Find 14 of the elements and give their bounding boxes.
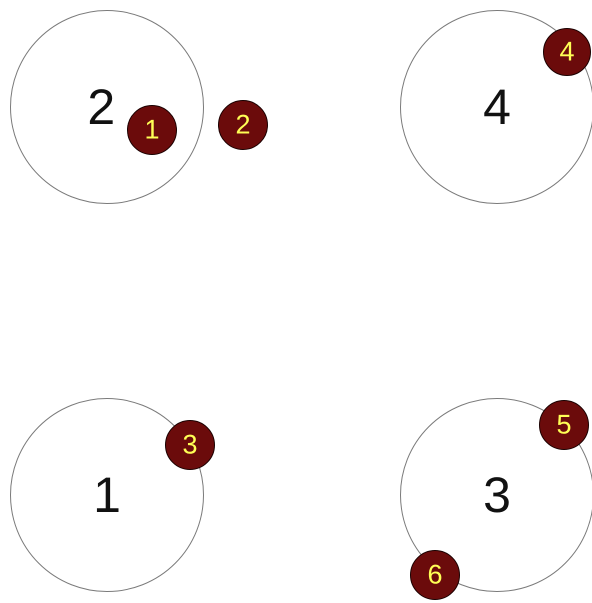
number-badge [127, 105, 177, 155]
badge-number: 2 [235, 112, 251, 138]
node-number: 3 [483, 470, 511, 520]
number-badge [410, 550, 460, 600]
number-badge [165, 420, 215, 470]
badge-number: 5 [556, 412, 572, 438]
number-badge [218, 100, 268, 150]
node-number: 2 [87, 82, 116, 132]
node-number: 1 [93, 470, 121, 520]
badge-number: 1 [144, 116, 160, 144]
node-number: 4 [483, 82, 511, 132]
badge-number: 6 [427, 562, 443, 588]
badge-number: 3 [182, 432, 198, 458]
badge-number: 4 [559, 38, 575, 66]
